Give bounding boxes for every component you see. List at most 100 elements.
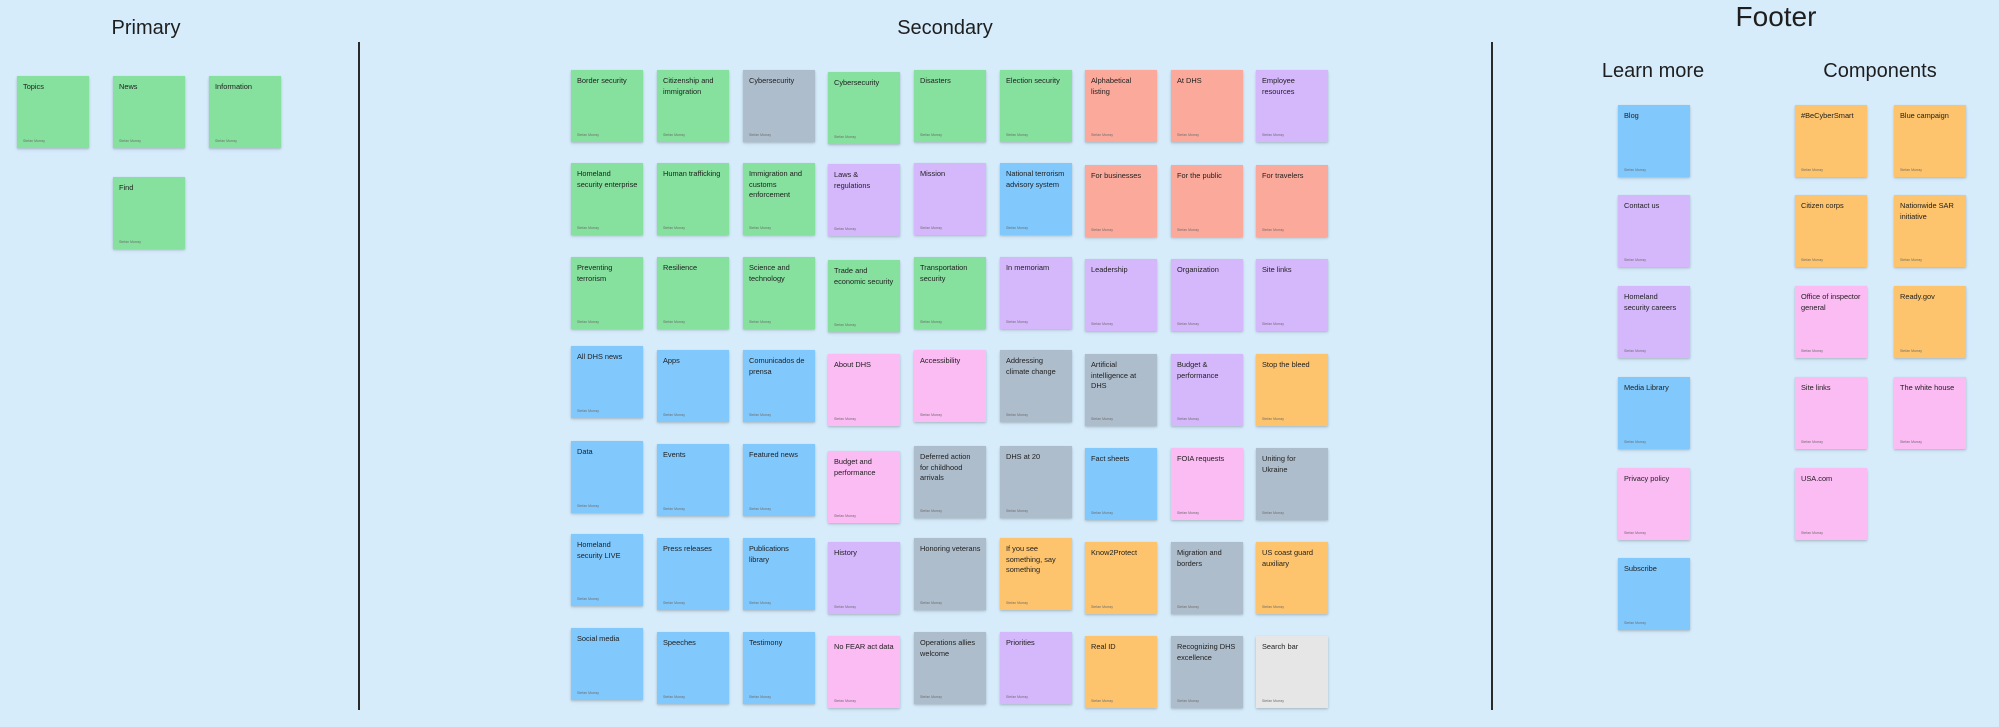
sticky-note-author: Stefan Murray (1006, 413, 1028, 417)
sticky-note-author: Stefan Murray (1624, 349, 1646, 353)
sticky-note-label: Honoring veterans (920, 544, 981, 553)
sticky-note-author: Stefan Murray (1091, 417, 1113, 421)
sticky-note-author: Stefan Murray (1006, 509, 1028, 513)
sticky-note-author: Stefan Murray (1801, 168, 1823, 172)
sticky-note-label: Trade and economic security (834, 266, 894, 286)
sticky-note-author: Stefan Murray (749, 695, 771, 699)
sticky-note-label: For travelers (1262, 171, 1304, 180)
sticky-note-author: Stefan Murray (834, 135, 856, 139)
sticky-note-label: Accessibility (920, 356, 961, 365)
sticky-note-author: Stefan Murray (920, 320, 942, 324)
sticky-note-author: Stefan Murray (1801, 349, 1823, 353)
sticky-note-author: Stefan Murray (920, 413, 942, 417)
sticky-note-author: Stefan Murray (663, 320, 685, 324)
sticky-note-label: Site links (1262, 265, 1292, 274)
learn-more-heading: Learn more (1601, 60, 1705, 82)
sticky-note-author: Stefan Murray (1091, 133, 1113, 137)
